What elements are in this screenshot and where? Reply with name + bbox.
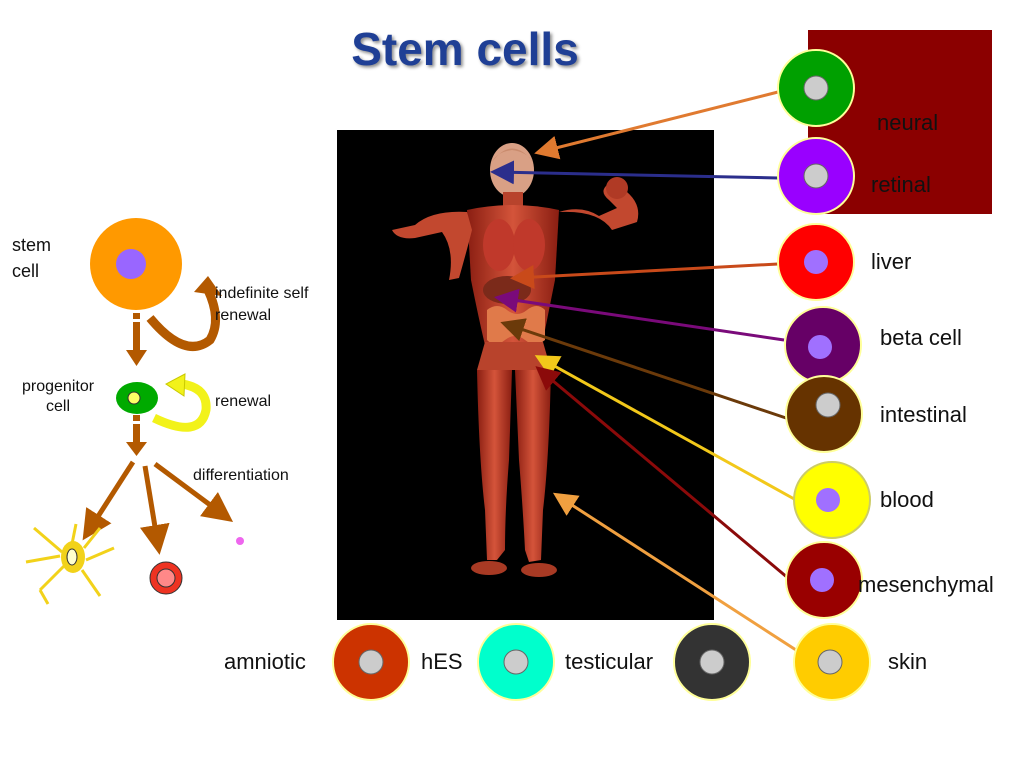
cell-intestinal-icon bbox=[785, 375, 863, 453]
label-blood: blood bbox=[880, 487, 934, 512]
self-renewal-arrow bbox=[146, 288, 220, 351]
cell-beta-icon bbox=[784, 306, 862, 384]
neuron-cell-icon bbox=[25, 523, 115, 605]
label-hes: hES bbox=[421, 649, 463, 674]
label-beta-cell: beta cell bbox=[880, 325, 962, 350]
blood-connector bbox=[534, 355, 797, 502]
liver-connector bbox=[510, 262, 779, 290]
cell-liver-icon bbox=[777, 223, 855, 301]
label-renewal: renewal bbox=[215, 393, 272, 410]
down-arrow-2 bbox=[126, 415, 147, 456]
label-retinal: retinal bbox=[871, 172, 931, 197]
label-amniotic: amniotic bbox=[224, 649, 306, 674]
label-testicular: testicular bbox=[565, 649, 654, 674]
stem-cell-icon bbox=[90, 218, 182, 310]
renewal-arrow bbox=[152, 379, 211, 432]
progenitor-cell-icon bbox=[116, 382, 158, 414]
label-liver: liver bbox=[871, 249, 912, 274]
intestinal-connector bbox=[500, 318, 787, 420]
small-cell-dot bbox=[236, 537, 244, 545]
neural-connector bbox=[534, 90, 779, 160]
label-progenitor-cell: progenitor cell bbox=[22, 378, 95, 415]
label-self-renewal: indefinite self renewal bbox=[215, 285, 309, 324]
beta-cell-connector bbox=[494, 288, 785, 342]
label-skin: skin bbox=[888, 649, 928, 674]
cell-blood-icon bbox=[793, 461, 871, 539]
cell-amniotic-icon bbox=[332, 623, 410, 701]
red-cell-icon bbox=[149, 561, 183, 595]
cell-mesenchymal-icon bbox=[785, 541, 863, 619]
diff-arrow-left bbox=[82, 460, 136, 541]
down-arrow-1 bbox=[126, 313, 147, 366]
label-neural: neural bbox=[877, 110, 939, 135]
diff-arrow-right bbox=[153, 461, 234, 522]
retinal-connector bbox=[490, 160, 779, 185]
skin-connector bbox=[552, 492, 797, 652]
cell-neural-icon bbox=[777, 49, 855, 127]
diff-arrow-middle bbox=[139, 465, 170, 555]
label-mesenchymal: mesenchymal bbox=[858, 572, 994, 597]
cell-skin-icon bbox=[793, 623, 871, 701]
label-stem-cell: stem cell bbox=[12, 235, 52, 281]
label-intestinal: intestinal bbox=[880, 402, 967, 427]
cell-testicular-icon bbox=[673, 623, 751, 701]
page-title: Stem cells bbox=[351, 23, 579, 75]
mesenchymal-connector bbox=[535, 366, 789, 580]
cell-retinal-icon bbox=[777, 137, 855, 215]
cell-hes-icon bbox=[477, 623, 555, 701]
label-differentiation: differentiation bbox=[193, 467, 289, 484]
